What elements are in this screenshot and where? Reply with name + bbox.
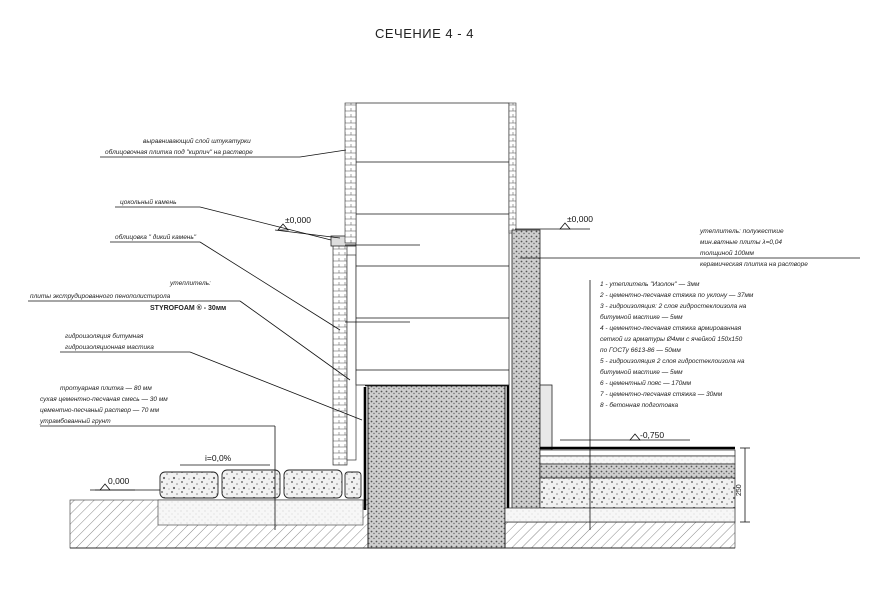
svg-text:±0,000: ±0,000 [285, 215, 311, 225]
right-notes: утеплитель: полужесткие мин.ватные плиты… [520, 228, 860, 530]
level-marker-minus-750: -0,750 [560, 430, 690, 441]
svg-text:-0,750: -0,750 [640, 430, 664, 440]
svg-text:битумной мастике — 5мм: битумной мастике — 5мм [600, 368, 683, 376]
svg-text:утеплитель:: утеплитель: [169, 280, 211, 287]
left-notes: выравнивающий слой штукатурки облицовочн… [28, 137, 363, 530]
svg-text:сухая цементно-песчаная смесь: сухая цементно-песчаная смесь — 30 мм [40, 396, 168, 403]
svg-text:гидроизоляция битумная: гидроизоляция битумная [65, 332, 144, 340]
level-marker-zero-right: ±0,000 [515, 214, 593, 230]
svg-text:4 - цементно-песчаная стяжка а: 4 - цементно-песчаная стяжка армированна… [600, 325, 742, 332]
plaster-right [508, 102, 517, 234]
mineral-wool [511, 229, 541, 511]
ground-right [504, 521, 736, 549]
svg-text:сеткой из арматуры Ø4мм с ячей: сеткой из арматуры Ø4мм с ячейкой 150х15… [600, 335, 743, 343]
svg-text:облицовочная плитка под "кирпи: облицовочная плитка под "кирпич" на раст… [105, 148, 253, 156]
slope-label: i=0,0% [205, 453, 232, 463]
svg-text:±0,000: ±0,000 [567, 214, 593, 224]
wall [355, 102, 510, 386]
svg-text:2 - цементно-песчаная стяжка п: 2 - цементно-песчаная стяжка по уклону —… [599, 292, 754, 299]
svg-text:STYROFOAM ® - 30мм: STYROFOAM ® - 30мм [150, 304, 226, 312]
insulation-board [346, 254, 357, 461]
svg-text:6 - цементный пояс — 170мм: 6 - цементный пояс — 170мм [600, 379, 692, 387]
svg-text:гидроизоляционная мастика: гидроизоляционная мастика [65, 343, 154, 351]
paving-tiles [159, 469, 362, 499]
svg-text:3 - гидроизоляция: 2 слоя гидр: 3 - гидроизоляция: 2 слоя гидростеклоизо… [600, 302, 747, 310]
svg-text:тротуарная плитка — 80 мм: тротуарная плитка — 80 мм [60, 385, 152, 392]
svg-text:250: 250 [736, 484, 743, 496]
svg-text:мин.ватные плиты λ=0,04: мин.ватные плиты λ=0,04 [700, 239, 782, 246]
svg-text:цементно-песчаный раствор — 70: цементно-песчаный раствор — 70 мм [40, 406, 160, 414]
svg-text:битумной мастике — 5мм: битумной мастике — 5мм [600, 313, 683, 321]
sand-base [157, 499, 364, 526]
svg-text:5 - гидроизоляция 2 слоя гидро: 5 - гидроизоляция 2 слоя гидростеклоизол… [600, 357, 745, 365]
foundation-block [367, 384, 506, 549]
svg-text:утрамбованный грунт: утрамбованный грунт [39, 417, 111, 425]
svg-text:толщиной 100мм: толщиной 100мм [700, 249, 755, 257]
svg-text:керамическая плитка на раствор: керамическая плитка на растворе [700, 261, 808, 268]
plaster-left [344, 102, 357, 244]
level-marker-zero-wall: ±0,000 [274, 215, 341, 239]
level-marker-zero-left: 0,000 [95, 476, 135, 491]
svg-text:выравнивающий слой штукатурки: выравнивающий слой штукатурки [143, 137, 251, 145]
svg-text:8 - бетонная подготовка: 8 - бетонная подготовка [600, 401, 679, 409]
svg-text:цокольный камень: цокольный камень [120, 198, 177, 206]
floor-layers [504, 449, 736, 523]
svg-text:7 - цементно-песчаная стяжка —: 7 - цементно-песчаная стяжка — 30мм [600, 391, 723, 398]
stone-cladding [332, 244, 348, 466]
svg-text:1 - утеплитель "Изолон" — 3мм: 1 - утеплитель "Изолон" — 3мм [600, 281, 700, 288]
dimension-250: 250 [736, 447, 750, 523]
section-title: СЕЧЕНИЕ 4 - 4 [375, 26, 474, 41]
svg-text:утеплитель: полужесткие: утеплитель: полужесткие [699, 228, 784, 235]
layers-list: 1 - утеплитель "Изолон" — 3мм 2 - цемент… [599, 281, 754, 409]
svg-text:0,000: 0,000 [108, 476, 130, 486]
svg-text:по ГОСТу 6613-86 — 50мм: по ГОСТу 6613-86 — 50мм [600, 347, 681, 354]
svg-text:облицовка " дикий камень": облицовка " дикий камень" [115, 233, 197, 241]
right-pier [539, 384, 553, 451]
svg-text:плиты экструдированного пенопо: плиты экструдированного пенополистирола [30, 292, 171, 300]
